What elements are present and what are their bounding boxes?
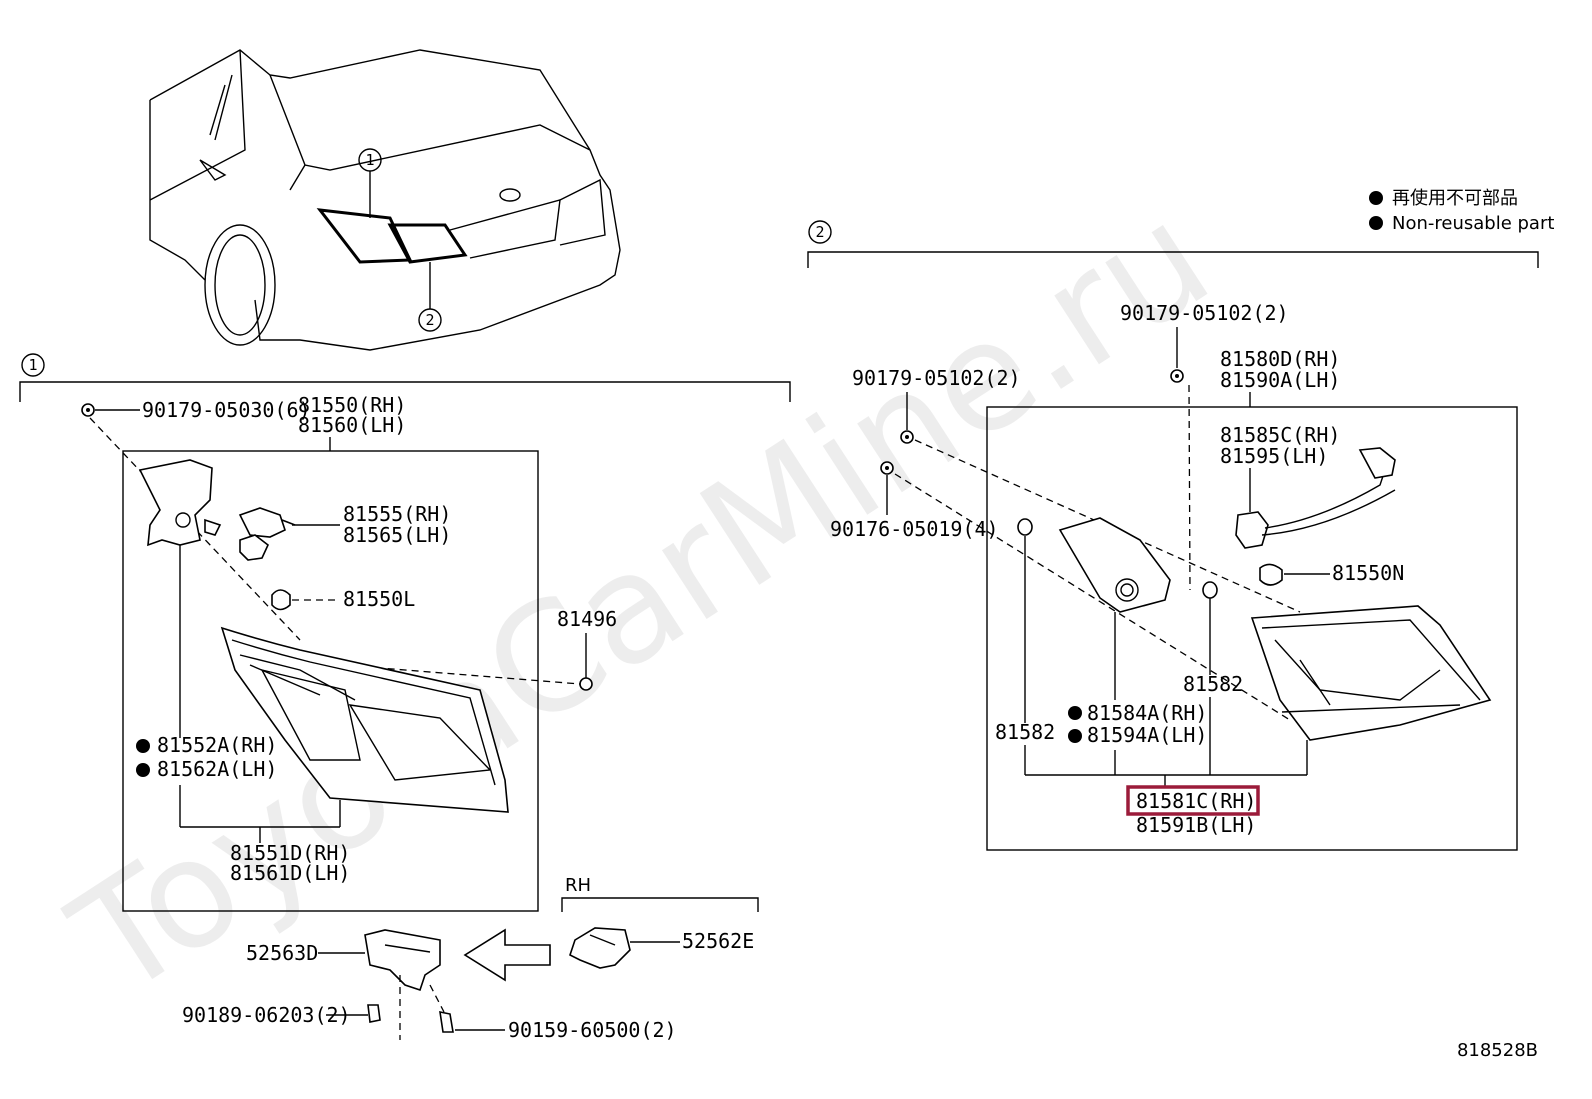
section-2-callout: 2 [808,220,832,244]
label-pad-right: 81582 [1183,672,1243,696]
section-1-callout: 1 [21,353,45,377]
lamp-lens-part [220,626,509,813]
label-lamp-lh: 81560(LH) [298,413,406,437]
svg-text:2: 2 [425,311,434,329]
svg-text:2: 2 [815,223,824,241]
label-rh: RH [565,875,591,896]
non-reusable-dot [136,763,150,777]
direction-arrow-icon [463,928,551,982]
label-bolt-90159: 90159-60500(2) [508,1018,677,1042]
non-reusable-dot [136,739,150,753]
label-retainer-rh: 52562E [682,929,754,953]
screw-icon [1170,369,1184,383]
label-socket-lh: 81565(LH) [343,523,451,547]
diagram-id: 818528B [1457,1040,1538,1061]
label-gasket2-lh: 81594A(LH) [1087,723,1207,747]
label-lens-lh: 81561D(LH) [230,861,350,885]
legend: 再使用不可部品 Non-reusable part [1369,188,1554,234]
clip-part [579,677,593,691]
label-lamp2-lh: 81590A(LH) [1220,368,1340,392]
screw-icon [880,461,894,475]
legend-dot [1369,191,1383,205]
label-bolt-90189: 90189-06203(2) [182,1003,351,1027]
label-lens-rh: 81551D(RH) [230,841,350,865]
socket-harness-part [1235,447,1396,549]
label-screw-90176: 90176-05019(4) [830,517,999,541]
label-lamp2-rh: 81580D(RH) [1220,347,1340,371]
label-screw-left: 90179-05102(2) [852,366,1021,390]
label-gasket-rh: 81552A(RH) [157,733,277,757]
non-reusable-dot [1068,729,1082,743]
label-bulb2: 81550N [1332,561,1404,585]
retainer-part [364,929,441,992]
label-90179-05030: 90179-05030(6) [142,398,311,422]
label-gasket2-rh: 81584A(RH) [1087,701,1207,725]
legend-en: Non-reusable part [1392,213,1554,234]
retainer-rh-part [569,927,631,969]
label-lens2-rh[interactable]: 81581C(RH) [1136,789,1256,813]
gasket-part [1058,517,1171,613]
watermark: ToyotaCarMine.ru [44,171,1239,1031]
section-1: 1 90179-05030(6) 81550(RH) 81560(LH) 81 [19,353,791,1042]
pad-part [1017,518,1033,536]
label-socket-rh: 81555(RH) [343,502,451,526]
label-screw-top: 90179-05102(2) [1120,301,1289,325]
bolt-icon [439,1010,454,1033]
bracket-part [138,459,222,547]
lamp-lens2-part [1250,605,1492,741]
label-lens2-lh: 81591B(LH) [1136,813,1256,837]
callout-2-car: 2 [418,262,442,332]
label-gasket-lh: 81562A(LH) [157,757,277,781]
label-socket2-rh: 81585C(RH) [1220,423,1340,447]
pad-part [1202,581,1218,599]
car-illustration [149,49,621,351]
legend-jp: 再使用不可部品 [1392,188,1518,209]
label-retainer: 52563D [246,941,318,965]
label-clip: 81496 [557,607,617,631]
bulb-part [271,589,291,611]
screw-icon [81,403,95,417]
non-reusable-dot [1068,706,1082,720]
section-2: 2 再使用不可部品 Non-reusable part 90179-05102(… [807,188,1554,851]
bolt-icon [367,1004,381,1023]
highlight-box [1126,785,1260,816]
label-lamp-rh: 81550(RH) [298,393,406,417]
screw-icon [900,430,914,444]
svg-text:1: 1 [365,151,374,169]
socket-part [238,507,296,561]
label-bulb: 81550L [343,587,415,611]
label-socket2-lh: 81595(LH) [1220,444,1328,468]
label-pad-left: 81582 [995,720,1055,744]
bulb-part [1259,563,1283,586]
callout-1-car: 1 [358,148,382,218]
legend-dot [1369,216,1383,230]
svg-text:1: 1 [28,356,37,374]
